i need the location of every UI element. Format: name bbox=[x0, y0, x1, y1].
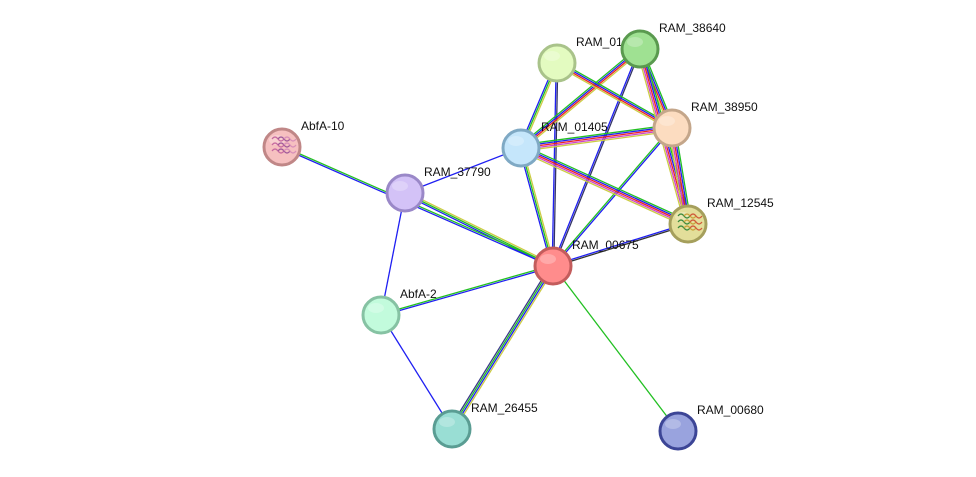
node-ram_38640[interactable]: RAM_38640 bbox=[620, 21, 726, 69]
edge-channel-line bbox=[557, 60, 674, 127]
node-ram_26455[interactable]: RAM_26455 bbox=[432, 401, 538, 449]
edge-channel-line bbox=[450, 265, 553, 429]
node-highlight bbox=[439, 417, 455, 427]
edge-channel-line bbox=[520, 147, 554, 267]
node-label: AbfA-10 bbox=[301, 119, 345, 133]
edge-RAM_01405-RAM_12545[interactable] bbox=[519, 144, 690, 228]
edge-channel-line bbox=[452, 266, 555, 430]
edge-channel-line bbox=[520, 147, 689, 225]
edge-channel-line bbox=[520, 124, 672, 146]
edge-RAM_01405-RAM_38640[interactable] bbox=[519, 46, 642, 151]
node-label: RAM_12545 bbox=[707, 196, 774, 210]
node-highlight bbox=[665, 419, 681, 429]
node-label: RAM_01405 bbox=[541, 120, 608, 134]
node-circle[interactable] bbox=[361, 295, 401, 335]
node-highlight bbox=[508, 136, 524, 146]
edge-RAM_00675-RAM_26455[interactable] bbox=[449, 264, 556, 431]
edge-AbfA-2-RAM_26455[interactable] bbox=[380, 314, 453, 430]
edge-channel-line bbox=[520, 148, 688, 227]
edge-RAM_00675-RAM_38640[interactable] bbox=[551, 48, 642, 267]
edge-channel-line bbox=[519, 46, 639, 147]
edge-channel-line bbox=[519, 150, 687, 228]
edge-channel-line bbox=[520, 127, 673, 149]
protein-structure-icon bbox=[271, 136, 297, 154]
edge-channel-line bbox=[551, 48, 640, 266]
edge-channel-line bbox=[521, 49, 641, 150]
node-highlight bbox=[392, 181, 408, 191]
node-circle[interactable] bbox=[533, 246, 573, 286]
edge-channel-line bbox=[555, 64, 672, 131]
edge-channel-line bbox=[556, 63, 672, 130]
edge-channel-line bbox=[405, 190, 554, 266]
protein-structure-icon bbox=[677, 213, 703, 231]
node-highlight bbox=[627, 37, 643, 47]
edge-channel-line bbox=[552, 265, 679, 432]
nodes-layer: RAM_00675 RAM_01405 RAM_01 RAM_38640RAM_389… bbox=[262, 21, 774, 451]
edge-channel-line bbox=[380, 192, 406, 316]
edge-channel-line bbox=[552, 222, 688, 266]
node-circle[interactable] bbox=[385, 173, 425, 213]
node-highlight bbox=[659, 116, 675, 126]
node-ram_38950[interactable]: RAM_38950 bbox=[652, 100, 758, 148]
edge-channel-line bbox=[522, 144, 690, 222]
edge-channel-line bbox=[553, 128, 674, 267]
node-ram_37790[interactable]: RAM_37790 bbox=[385, 165, 491, 213]
node-circle[interactable] bbox=[652, 108, 692, 148]
node-circle[interactable] bbox=[658, 411, 698, 451]
edge-RAM_00675-AbfA-2[interactable] bbox=[380, 264, 554, 317]
edge-channel-line bbox=[553, 49, 642, 267]
edge-RAM_00675-RAM_00680[interactable] bbox=[552, 265, 679, 432]
edge-channel-line bbox=[449, 264, 552, 429]
edge-RAM_00675-RAM_38950[interactable] bbox=[551, 127, 674, 267]
node-circle[interactable] bbox=[501, 128, 541, 168]
edge-channel-line bbox=[521, 130, 673, 152]
node-ram_12545[interactable]: RAM_12545 bbox=[668, 196, 774, 244]
edge-RAM_00675-RAM_01405[interactable] bbox=[518, 147, 556, 267]
node-ram_01[interactable]: RAM_01 bbox=[537, 35, 623, 83]
node-label: RAM_26455 bbox=[471, 401, 538, 415]
edge-RAM_00675-RAM_12545[interactable] bbox=[552, 222, 689, 268]
edge-channel-line bbox=[381, 266, 554, 317]
node-label: RAM_00680 bbox=[697, 403, 764, 417]
node-highlight bbox=[544, 51, 560, 61]
node-label: RAM_37790 bbox=[424, 165, 491, 179]
edge-channel-line bbox=[518, 148, 553, 267]
edge-channel-line bbox=[557, 61, 673, 128]
node-ram_01405[interactable]: RAM_01405 bbox=[501, 120, 608, 168]
node-label: AbfA-2 bbox=[400, 287, 437, 301]
node-abfa-2[interactable]: AbfA-2 bbox=[361, 287, 437, 335]
edge-channel-line bbox=[380, 264, 553, 315]
edge-RAM_37790-AbfA-2[interactable] bbox=[380, 192, 406, 316]
node-highlight bbox=[368, 303, 384, 313]
node-ram_00675[interactable]: RAM_00675 bbox=[533, 238, 639, 286]
edge-channel-line bbox=[520, 47, 640, 148]
edge-channel-line bbox=[521, 147, 556, 266]
node-highlight bbox=[540, 254, 556, 264]
edge-channel-line bbox=[453, 266, 556, 431]
edge-RAM_01405-RAM_38950[interactable] bbox=[520, 124, 673, 152]
node-label: RAM_00675 bbox=[572, 238, 639, 252]
node-circle[interactable] bbox=[537, 43, 577, 83]
edge-channel-line bbox=[521, 145, 689, 224]
edge-channel-line bbox=[551, 127, 672, 266]
node-ram_00680[interactable]: RAM_00680 bbox=[658, 403, 764, 451]
edge-channel-line bbox=[521, 128, 673, 151]
edge-RAM_01-RAM_38950[interactable] bbox=[555, 60, 674, 131]
edge-channel-line bbox=[404, 147, 522, 194]
edge-channel-line bbox=[522, 50, 642, 151]
node-abfa-10[interactable]: AbfA-10 bbox=[262, 119, 345, 167]
edge-RAM_01405-RAM_37790[interactable] bbox=[404, 147, 522, 194]
node-label: RAM_38950 bbox=[691, 100, 758, 114]
node-circle[interactable] bbox=[620, 29, 660, 69]
node-label: RAM_38640 bbox=[659, 21, 726, 35]
node-label: RAM_01 bbox=[576, 35, 623, 49]
edge-channel-line bbox=[380, 314, 453, 430]
edge-channel-line bbox=[553, 224, 689, 268]
node-circle[interactable] bbox=[432, 409, 472, 449]
edge-channel-line bbox=[520, 125, 672, 148]
